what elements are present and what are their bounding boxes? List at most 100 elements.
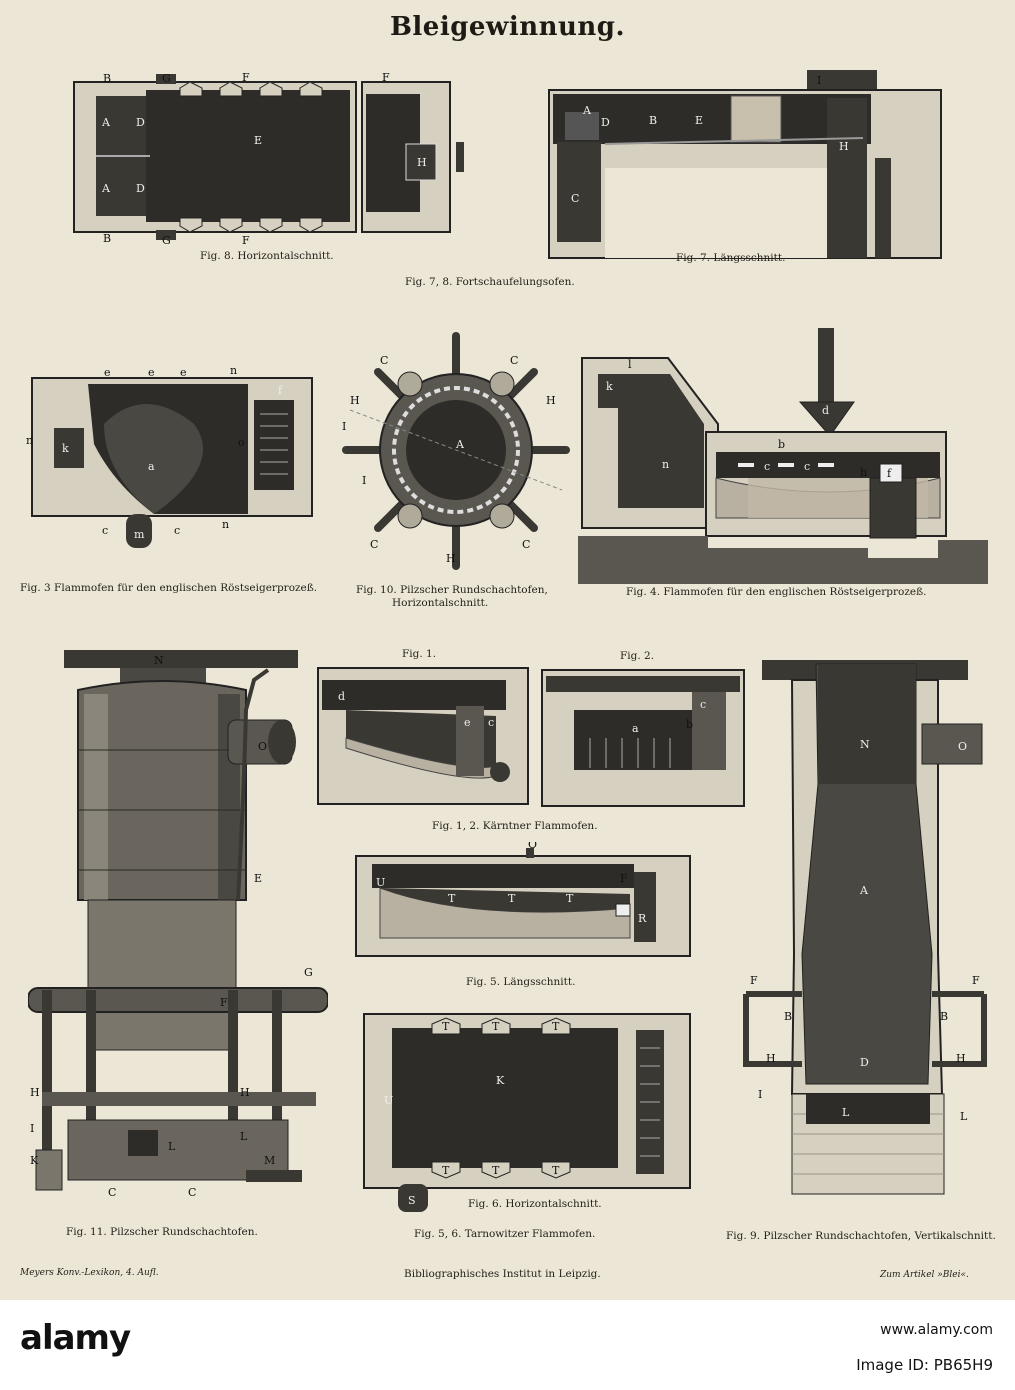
fig-6-label: U	[384, 1094, 393, 1107]
fig-3-label: c	[102, 524, 108, 537]
fig-9-label: H	[956, 1052, 966, 1065]
fig-11-label: K	[30, 1154, 39, 1167]
fig-1-drawing: d e c	[316, 666, 530, 808]
fig-3-label: e	[148, 366, 155, 379]
fig-9-drawing: N O A F F B B H H D I L L	[732, 654, 1002, 1214]
fig-7-label: C	[571, 192, 579, 205]
fig-5-caption: Fig. 5. Längsschnitt.	[466, 976, 576, 988]
fig-7-label: B	[649, 114, 657, 127]
fig-6-label: T	[492, 1020, 500, 1033]
fig-2-label: b	[686, 718, 693, 731]
fig-9-caption: Fig. 9. Pilzscher Rundschachtofen, Verti…	[726, 1230, 996, 1242]
fig-8-label: G	[162, 234, 171, 247]
fig-11-label: O	[258, 740, 267, 753]
fig-3-label: n	[222, 518, 229, 531]
fig-11-label: M	[264, 1154, 275, 1167]
fig-9-label: F	[750, 974, 758, 987]
fig-4-label: c	[804, 460, 810, 473]
fig-7-label: E	[695, 114, 703, 127]
fig-3-label: k	[62, 442, 69, 455]
fig-1-label: d	[338, 690, 345, 703]
fig-6-label: T	[552, 1164, 560, 1177]
fig-4-label: h	[860, 466, 867, 479]
fig-9-label: B	[940, 1010, 948, 1023]
fig-11-label: C	[188, 1186, 196, 1199]
watermark-footer	[0, 1300, 1015, 1390]
fig-7-label: D	[601, 116, 610, 129]
fig-6-drawing: T T T K U T T T S	[358, 1008, 698, 1218]
fig-6-label: T	[442, 1020, 450, 1033]
fig-4-label: b	[778, 438, 785, 451]
fig-9-label: L	[960, 1110, 968, 1123]
fig-11-label: H	[30, 1086, 40, 1099]
fig-2-drawing: a b c	[540, 668, 746, 810]
fig-11-drawing: N O E G F H H I L K L M C C	[28, 650, 328, 1200]
fig-4-label: l	[628, 358, 632, 371]
fig-1-label: c	[488, 716, 494, 729]
fig-5-6-caption: Fig. 5, 6. Tarnowitzer Flammofen.	[414, 1228, 596, 1240]
fig-11-label: C	[108, 1186, 116, 1199]
brand-logo[interactable]: alamy	[20, 1318, 131, 1358]
plate-footer-left: Meyers Konv.-Lexikon, 4. Aufl.	[20, 1268, 159, 1278]
fig-2-label: a	[632, 722, 639, 735]
fig-8-caption: Fig. 8. Horizontalschnitt.	[200, 250, 334, 262]
fig-10-label: C	[370, 538, 378, 551]
plate: Bleigewinnung. B G	[0, 0, 1015, 1300]
fig-1-2-caption: Fig. 1, 2. Kärntner Flammofen.	[432, 820, 598, 832]
fig-11-caption: Fig. 11. Pilzscher Rundschachtofen.	[66, 1226, 258, 1238]
fig-8-label: F	[242, 72, 250, 84]
fig-10-label: C	[522, 538, 530, 551]
fig-9-label: A	[859, 884, 869, 897]
fig-8-label: D	[136, 116, 145, 129]
fig-9-label: D	[860, 1056, 869, 1069]
fig-4-label: n	[662, 458, 669, 471]
fig-6-caption: Fig. 6. Horizontalschnitt.	[468, 1198, 602, 1210]
image-id: Image ID: PB65H9	[856, 1356, 993, 1374]
fig-10-drawing: C C H H I A I C H C	[340, 326, 570, 576]
fig-10-label: I	[362, 474, 366, 487]
fig-9-label: F	[972, 974, 980, 987]
fig-3-label: o	[238, 436, 245, 449]
fig-8-label: H	[417, 156, 427, 169]
fig-5-drawing: O U T T T F R	[352, 842, 698, 962]
fig-4-label: k	[606, 380, 613, 393]
fig-4-label: c	[764, 460, 770, 473]
fig-4-caption: Fig. 4. Flammofen für den englischen Rös…	[626, 586, 927, 598]
fig-5-label: R	[638, 912, 647, 925]
fig-3-label: n	[26, 434, 33, 447]
fig-1-title: Fig. 1.	[402, 648, 437, 660]
brand-url[interactable]: www.alamy.com	[880, 1322, 993, 1338]
fig-4-label: d	[822, 404, 829, 417]
fig-11-label: L	[240, 1130, 248, 1143]
fig-5-label: T	[566, 892, 574, 905]
fig-10-caption: Fig. 10. Pilzscher Rundschachtofen,	[356, 584, 548, 596]
fig-9-label: N	[860, 738, 870, 751]
fig-10-label: H	[446, 552, 456, 565]
fig-10-label: C	[510, 354, 518, 367]
fig-5-label: T	[508, 892, 516, 905]
fig-6-label: T	[552, 1020, 560, 1033]
fig-9-label: H	[766, 1052, 776, 1065]
plate-footer-right: Zum Artikel »Blei«.	[880, 1270, 969, 1280]
fig-3-label: m	[134, 528, 145, 541]
fig-8-label: D	[136, 182, 145, 195]
fig-11-label: I	[30, 1122, 34, 1135]
fig-4-drawing: l k d b n c c f h	[578, 328, 988, 584]
fig-11-label: E	[254, 872, 262, 885]
fig-9-label: L	[842, 1106, 850, 1119]
fig-8-drawing: B G F F A D E H A D B G F	[70, 72, 470, 247]
fig-11-label: F	[220, 996, 228, 1009]
fig-8-label: B	[103, 72, 111, 85]
fig-3-label: n	[230, 364, 237, 377]
fig-5-label: U	[376, 876, 385, 889]
fig-1-label: e	[464, 716, 471, 729]
fig-10-label: A	[455, 438, 465, 451]
fig-3-label: e	[180, 366, 187, 379]
fig-7-label: I	[817, 74, 821, 87]
fig-9-label: I	[758, 1088, 762, 1101]
fig-8-label: E	[254, 134, 262, 147]
fig-7-caption: Fig. 7. Längsschnitt.	[676, 252, 786, 264]
fig-8-label: F	[382, 72, 390, 84]
fig-3-label: a	[148, 460, 155, 473]
fig-10-label: I	[342, 420, 346, 433]
